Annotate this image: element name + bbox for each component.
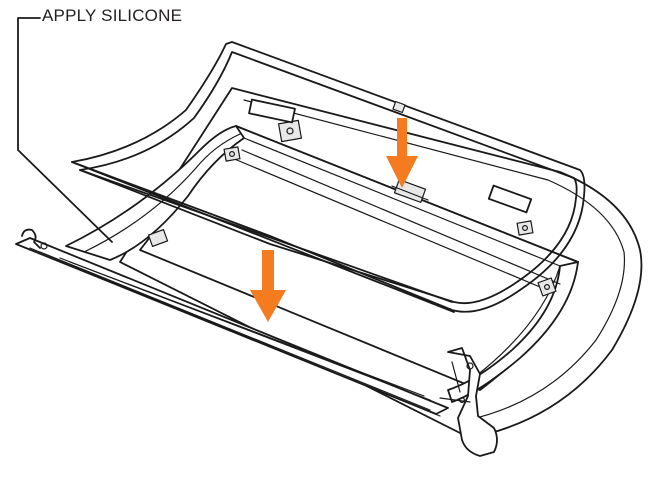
callout-label: APPLY SILICONE <box>42 6 183 25</box>
bracket-top <box>277 119 303 143</box>
lid-frame-outer <box>71 41 586 313</box>
callout-leader <box>17 17 113 243</box>
hinge-latch <box>447 347 498 457</box>
down-arrow-icon <box>250 250 286 322</box>
lid-frame-inner <box>79 51 578 305</box>
left-hook <box>21 228 41 249</box>
down-arrow-icon <box>386 118 418 188</box>
bracket-right-lower <box>537 277 557 297</box>
bracket-mid <box>147 229 169 247</box>
right-curve <box>447 261 579 403</box>
bracket-right <box>516 220 534 236</box>
bracket-left <box>223 146 241 162</box>
